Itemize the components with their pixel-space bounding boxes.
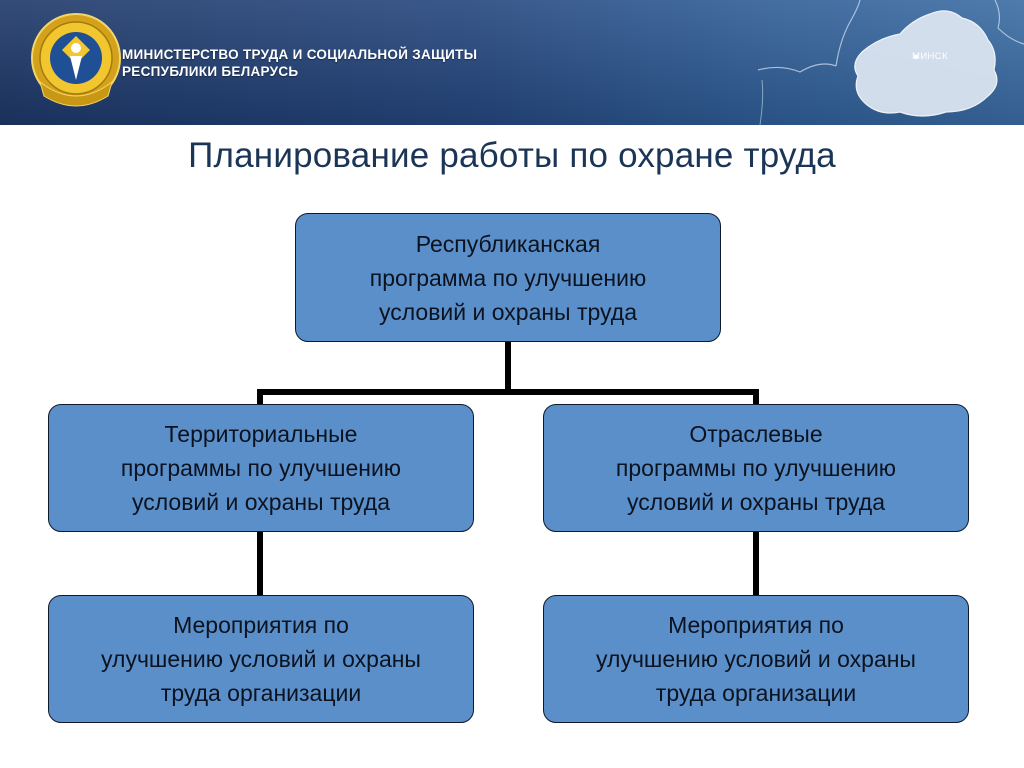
- node-line: Территориальные: [164, 421, 358, 447]
- ministry-name: МИНИСТЕРСТВО ТРУДА И СОЦИАЛЬНОЙ ЗАЩИТЫ Р…: [122, 46, 477, 80]
- node-line: условий и охраны труда: [626, 489, 885, 515]
- node-organization-measures-left: Мероприятия по улучшению условий и охран…: [48, 595, 474, 723]
- node-line: улучшению условий и охраны: [596, 646, 916, 672]
- node-line: труда организации: [655, 680, 857, 706]
- node-line: Отраслевые: [689, 421, 823, 447]
- page-title: Планирование работы по охране труда: [188, 136, 836, 175]
- belarus-map-icon: [757, 0, 1024, 125]
- node-line: программы по улучшению: [615, 455, 897, 481]
- header-banner: МИНИСТЕРСТВО ТРУДА И СОЦИАЛЬНОЙ ЗАЩИТЫ Р…: [0, 0, 1024, 125]
- node-line: условий и охраны труда: [131, 489, 390, 515]
- node-line: труда организации: [160, 680, 362, 706]
- node-line: программы по улучшению: [120, 455, 402, 481]
- node-line: программа по улучшению: [369, 264, 647, 291]
- node-line: Республиканская: [415, 230, 601, 257]
- map-city-label: МИНСК: [912, 51, 948, 62]
- node-line: Мероприятия по: [173, 612, 349, 638]
- node-organization-measures-right: Мероприятия по улучшению условий и охран…: [543, 595, 969, 723]
- node-line: Мероприятия по: [668, 612, 844, 638]
- ministry-name-line2: РЕСПУБЛИКИ БЕЛАРУСЬ: [122, 64, 299, 79]
- node-sectoral-programs: Отраслевые программы по улучшению услови…: [543, 404, 969, 532]
- node-territorial-programs: Территориальные программы по улучшению у…: [48, 404, 474, 532]
- ministry-emblem-icon: [31, 13, 121, 107]
- node-line: улучшению условий и охраны: [101, 646, 421, 672]
- node-line: условий и охраны труда: [378, 298, 637, 325]
- banner-shade: [0, 0, 1024, 125]
- node-republican-program: Республиканская программа по улучшению у…: [295, 213, 721, 342]
- ministry-name-line1: МИНИСТЕРСТВО ТРУДА И СОЦИАЛЬНОЙ ЗАЩИТЫ: [122, 47, 478, 62]
